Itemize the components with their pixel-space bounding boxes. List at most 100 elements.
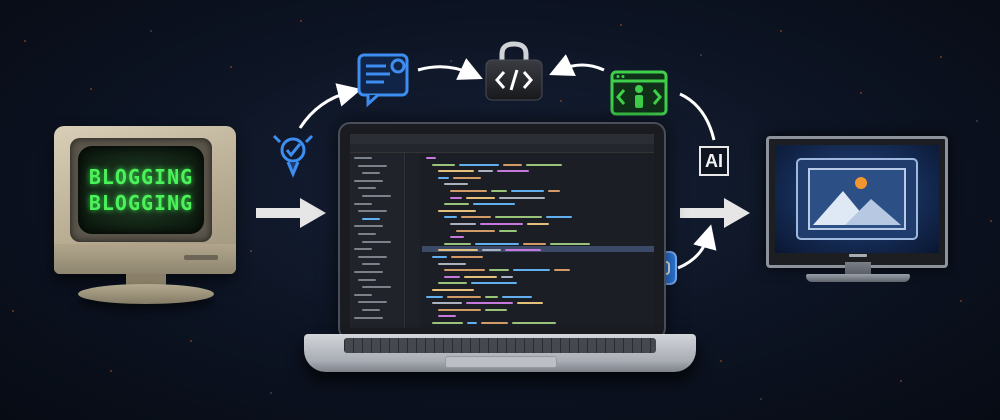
code-line-segment [450,196,462,199]
file-tree-item [354,293,372,296]
file-tree-item [354,202,372,205]
monitor-brand-logo [849,254,867,257]
highlighted-line [422,246,654,252]
code-line-segment [438,176,449,179]
code-line-segment [511,190,544,192]
file-tree-item [358,255,387,258]
code-line-segment [503,163,522,166]
file-tree-item [354,157,372,159]
code-line-segment [485,308,507,311]
code-line-segment [426,295,443,298]
crt-screen: BLOGGING BLOGGING [78,146,204,234]
code-line-segment [438,170,474,173]
file-tree-panel [350,153,405,328]
code-line-segment [499,196,545,199]
code-line-segment [512,322,556,324]
code-line-segment [501,275,513,278]
code-line-segment [432,163,455,166]
file-tree-item [362,309,380,311]
crt-text-line-1: BLOGGING [88,165,194,189]
code-line-segment [444,269,485,272]
code-line-segment [444,275,460,278]
file-tree-item [354,316,383,319]
code-line-segment [444,203,469,206]
monitor-foot [806,274,910,282]
code-line-segment [485,295,498,298]
code-line-segment [554,269,570,272]
code-line-segment [453,176,481,179]
file-tree-item [358,278,376,281]
rocket-icon [272,134,314,178]
file-tree-item [358,233,376,235]
modern-monitor [766,136,948,268]
editor-titlebar [350,134,654,144]
code-line-segment [432,322,463,324]
code-line-segment [456,229,495,232]
code-line-segment [480,223,523,225]
laptop-lid [338,122,666,340]
code-line-segment [438,308,481,311]
code-line-segment [473,203,515,206]
code-line-segment [438,315,456,318]
code-line-segment [517,302,543,305]
crt-base [78,284,214,304]
file-tree-item [362,240,391,243]
code-line-segment [526,163,562,166]
ai-badge: AI [699,146,729,176]
file-tree-item [354,248,372,251]
code-line-segment [475,242,519,245]
developer-browser-icon [610,70,668,116]
code-line-segment [426,157,436,159]
crt-text-line-2: BLOGGING [88,191,194,215]
code-line-segment [444,183,468,186]
code-line-segment [550,242,590,245]
right-arrow-right [680,198,750,228]
code-line-segment [478,170,493,173]
code-line-segment [523,242,546,245]
editor-gutter [406,153,420,328]
file-tree-item [362,172,380,175]
code-line-segment [467,322,477,324]
code-line-segment [438,262,466,265]
code-line-segment [432,289,474,291]
image-icon [796,158,918,240]
code-line-segment [464,275,497,278]
right-arrow-left [256,198,326,228]
code-line-segment [527,223,549,225]
code-line-segment [513,269,550,272]
file-tree-item [354,225,383,228]
file-tree-item [358,301,387,304]
code-line-segment [459,163,499,166]
code-line-segment [438,249,478,252]
file-tree-item [362,286,391,289]
laptop-trackpad [445,356,557,368]
retro-crt-monitor: BLOGGING BLOGGING [48,124,244,306]
code-line-segment [432,256,447,258]
monitor-screen [775,145,939,253]
code-line-segment [499,229,517,232]
code-line-segment [491,190,507,192]
file-tree-item [354,271,383,273]
code-line-segment [438,282,467,285]
code-line-segment [548,190,560,192]
monitor-stand [845,262,871,276]
file-tree-item [354,179,383,182]
code-line-segment [505,249,541,252]
code-line-segment [450,190,487,192]
laptop-keyboard [344,338,656,353]
code-line-segment [466,196,495,199]
code-line-segment [444,216,457,219]
code-line-segment [451,256,483,258]
code-line-segment [482,249,501,252]
code-line-segment [502,295,532,298]
code-line-segment [495,216,542,219]
code-line-segment [497,170,529,173]
file-tree-item [358,187,376,190]
code-line-segment [450,236,464,239]
code-line-segment [481,322,508,324]
file-tree-item [358,210,387,213]
file-tree-item [358,164,387,167]
code-line-segment [438,209,476,212]
code-area [422,153,654,328]
